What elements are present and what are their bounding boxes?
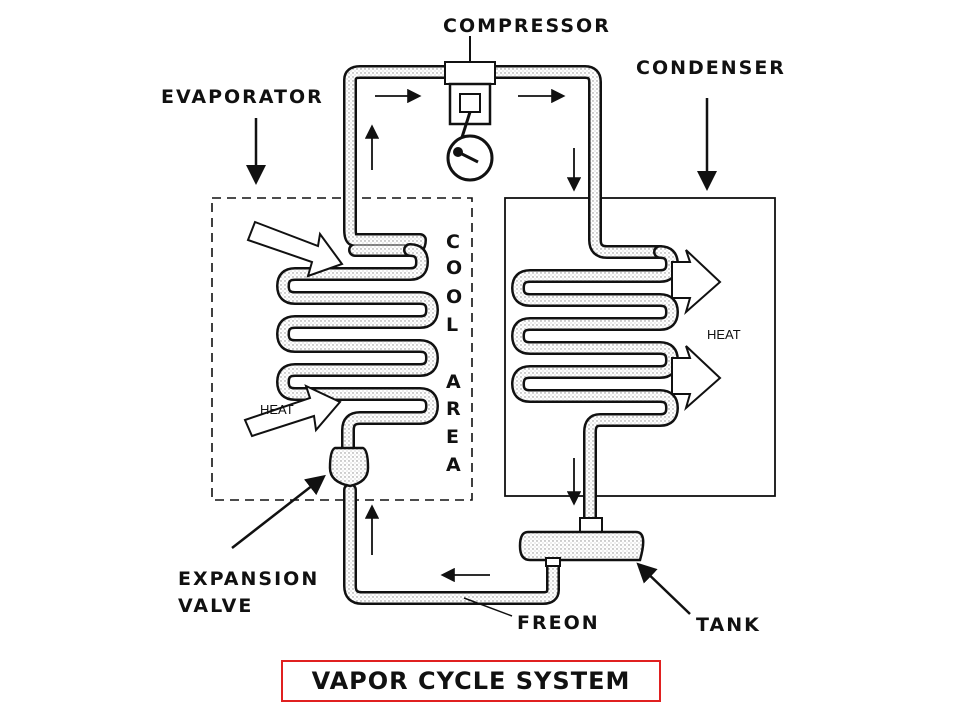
- freon-label: FREON: [517, 612, 600, 634]
- expansion-label-line1: EXPANSION: [178, 568, 319, 590]
- evaporator-label: EVAPORATOR: [161, 86, 324, 108]
- diagram-title-box: VAPOR CYCLE SYSTEM: [281, 660, 661, 702]
- heat-out-arrows: [671, 249, 722, 412]
- tank: [518, 517, 645, 567]
- area-letter: E: [446, 426, 459, 448]
- freon-pointer: [463, 597, 513, 617]
- expansion-valve: [328, 446, 370, 488]
- heat-label-left: HEAT: [260, 402, 294, 417]
- compressor-label: COMPRESSOR: [443, 15, 611, 37]
- tank-pointer: [636, 562, 691, 615]
- condenser-label: CONDENSER: [636, 57, 786, 79]
- tank-label: TANK: [696, 614, 761, 636]
- expansion-label-line2: VALVE: [178, 595, 253, 617]
- area-letter: A: [446, 371, 461, 393]
- heat-in-arrows: [243, 220, 344, 438]
- area-letter: R: [446, 398, 461, 420]
- cool-letter: O: [446, 286, 462, 308]
- area-letter: A: [446, 454, 461, 476]
- condenser-enclosure: [504, 197, 776, 497]
- evaporator-enclosure: [211, 197, 473, 501]
- refrigerant-tubing: [276, 65, 679, 605]
- cool-letter: C: [446, 231, 460, 253]
- expansion-pointer: [231, 474, 326, 549]
- flow-arrows: [364, 88, 582, 583]
- compressor: [444, 36, 496, 182]
- cool-letter: L: [446, 314, 458, 336]
- heat-label-right: HEAT: [707, 327, 741, 342]
- pointer-arrows: [231, 98, 717, 617]
- cool-letter: O: [446, 257, 462, 279]
- diagram-title: VAPOR CYCLE SYSTEM: [311, 667, 631, 695]
